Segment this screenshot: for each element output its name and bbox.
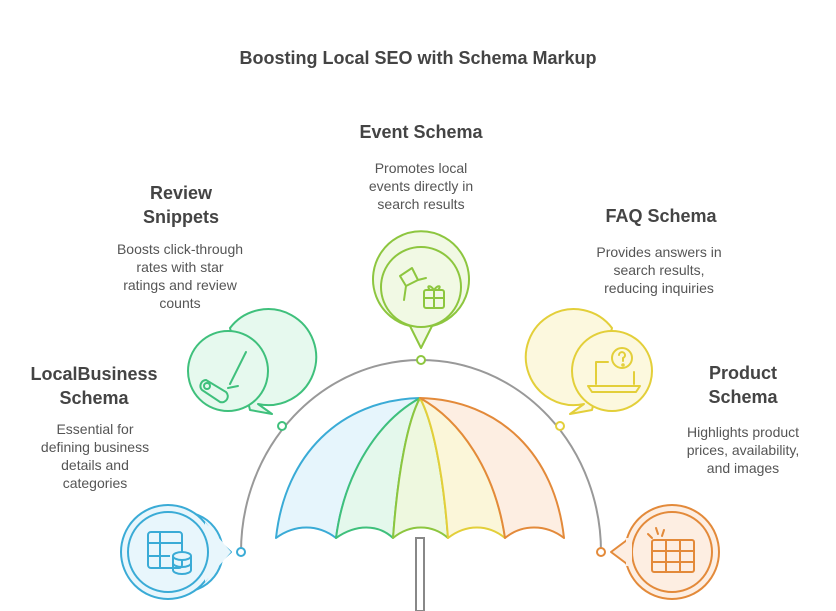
- desc-line: Provides answers in: [596, 244, 722, 260]
- desc-line: Highlights product: [686, 424, 800, 440]
- faq-bubble: [524, 308, 653, 415]
- desc-line: Promotes local: [374, 160, 468, 176]
- grid-sparkle-icon: [647, 527, 695, 573]
- desc-line: prices, availability,: [686, 442, 800, 458]
- title-line: Schema: [708, 387, 778, 407]
- megaphone-gift-icon: [399, 267, 445, 309]
- event-description: Promotes local events directly in search…: [341, 159, 501, 213]
- title-line: Product: [708, 363, 777, 383]
- title-line: Review: [149, 183, 213, 203]
- title-line: Snippets: [142, 207, 219, 227]
- event-bubble: [372, 230, 470, 349]
- review-title: Review Snippets: [106, 181, 256, 229]
- product-description: Highlights product prices, availability,…: [666, 423, 820, 477]
- umbrella-canopy: [275, 397, 565, 539]
- umbrella-handle: [415, 537, 425, 611]
- title-line: LocalBusiness: [30, 364, 158, 384]
- title-line: FAQ Schema: [605, 206, 717, 226]
- desc-line: search results,: [613, 262, 705, 278]
- title-line: Schema: [59, 388, 129, 408]
- laptop-question-icon: [587, 347, 641, 393]
- localbusiness-description: Essential for defining business details …: [20, 420, 170, 492]
- desc-line: details and: [61, 457, 129, 473]
- faq-title: FAQ Schema: [586, 204, 736, 228]
- event-title: Event Schema: [321, 120, 521, 144]
- product-bubble: [610, 504, 720, 600]
- product-title: Product Schema: [668, 361, 818, 409]
- review-bubble: [187, 308, 318, 415]
- connector-dot-event: [416, 355, 426, 365]
- table-database-icon: [147, 531, 192, 575]
- desc-line: Boosts click-through: [116, 241, 244, 257]
- desc-line: events directly in: [368, 178, 474, 194]
- pen-scroll-icon: [199, 351, 247, 404]
- desc-line: rates with star: [136, 259, 224, 275]
- faq-description: Provides answers in search results, redu…: [579, 243, 739, 297]
- page-title: Boosting Local SEO with Schema Markup: [239, 48, 597, 68]
- desc-line: defining business: [40, 439, 150, 455]
- desc-line: Essential for: [56, 421, 134, 437]
- connector-dot-review: [277, 421, 287, 431]
- connector-dot-faq: [555, 421, 565, 431]
- desc-line: ratings and review: [123, 277, 237, 293]
- localbusiness-title: LocalBusiness Schema: [20, 362, 168, 410]
- desc-line: and images: [706, 460, 780, 476]
- desc-line: reducing inquiries: [604, 280, 714, 296]
- title-line: Event Schema: [359, 122, 483, 142]
- connector-dot-localbusiness: [236, 547, 246, 557]
- desc-line: counts: [159, 295, 201, 311]
- connector-dot-product: [596, 547, 606, 557]
- canopy-panel-orange: [419, 397, 565, 539]
- desc-line: categories: [62, 475, 128, 491]
- review-description: Boosts click-through rates with star rat…: [100, 240, 260, 312]
- desc-line: search results: [377, 196, 465, 212]
- localbusiness-bubble: [120, 504, 232, 600]
